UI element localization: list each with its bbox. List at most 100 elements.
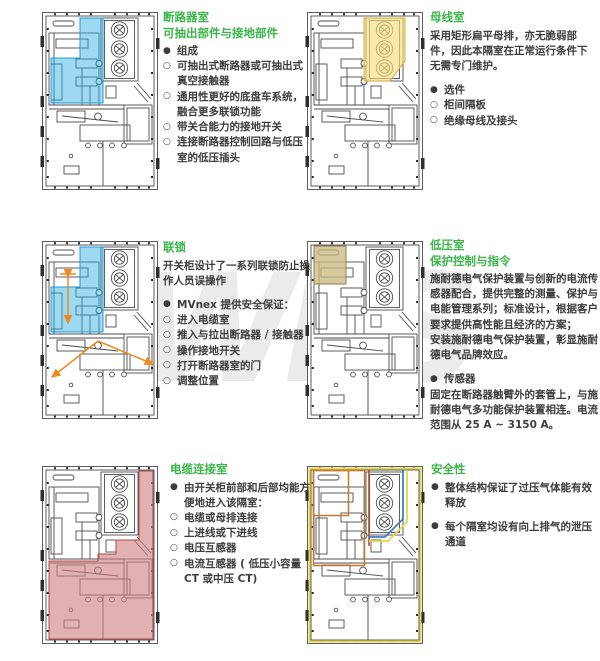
bullet-item: ○ 操作接地开关 xyxy=(163,344,310,359)
line-text: 可抽出式断路器或可抽出式真空接触器 xyxy=(177,60,303,88)
pressure-relief-paths xyxy=(308,467,422,643)
vent-fans xyxy=(68,475,129,613)
bullet-item: ● 选件 xyxy=(430,83,596,98)
bullet-item: ○ 柜间隔板 xyxy=(430,98,596,113)
lv-compartment-highlight xyxy=(313,245,347,285)
panel-title: 联锁 xyxy=(163,240,186,254)
line-text: MVnex 提供安全保证： xyxy=(177,298,295,311)
bullet-marker-hollow: ○ xyxy=(163,345,171,356)
bullet-item: ○ 绝缘母线及接头 xyxy=(430,114,596,129)
bullet-marker-hollow: ○ xyxy=(163,60,171,71)
line-text: 由开关柜前部和后部均能方便地进入该隔室： xyxy=(184,481,310,509)
panel-title: 断路器室 xyxy=(163,10,209,24)
line-text: 绝缘母线及接头 xyxy=(444,114,518,127)
bullet-marker-hollow: ○ xyxy=(163,329,171,340)
cabinet-diagram-cable xyxy=(40,462,162,652)
panel-text: 断路器室 可抽出部件与接地部件 ●组成○可抽出式断路器或可抽出式真空接触器○通用… xyxy=(163,10,304,166)
paragraph: 安装施耐德电气保护装置，彰显施耐德电气品牌效应。 xyxy=(430,333,598,363)
line-text: 组成 xyxy=(177,45,198,58)
paragraph: 固定在断路器触臂外的套管上，与施耐德电气多功能保护装置相连。电流范围从 25 A… xyxy=(430,388,598,434)
bullet-marker-hollow: ○ xyxy=(170,527,178,538)
line-text: 电流互感器 ( 低压小容量 CT 或中压 CT) xyxy=(184,557,302,585)
panel-text: 电缆连接室 ● 由开关柜前部和后部均能方便地进入该隔室： ○ 电缆或母排连接 ○ 上进线或… xyxy=(170,462,314,587)
panel-lines: 施耐德电气保护装置与创新的电流传感器配合，提供完整的测量、保护与电能管理系列；标… xyxy=(430,272,598,433)
vent-fans xyxy=(333,250,394,388)
cable-compartment-highlight xyxy=(48,470,154,640)
panel-text: 母线室 采用矩形扁平母排，亦无脆弱部件，因此本隔室在正常运行条件下无需专门维护。… xyxy=(430,10,596,129)
cabinet-diagram-breaker xyxy=(40,8,162,198)
line-text: 传感器 xyxy=(444,373,476,386)
panel-lines: ● 由开关柜前部和后部均能方便地进入该隔室： ○ 电缆或母排连接 ○ 上进线或下进线 ○ 电压… xyxy=(170,481,314,588)
cabinet-diagram-safety xyxy=(305,462,427,652)
line-text: 上进线或下进线 xyxy=(184,527,258,540)
breaker-compartment-highlight xyxy=(50,17,104,104)
bullet-marker-filled: ● xyxy=(163,299,171,310)
bullet-item: ● 组成 xyxy=(163,44,304,59)
bullet-item: ○ 带关合能力的接地开关 xyxy=(163,120,304,135)
panel-text: 安全性 ●整体结构保证了过压气体能有效释放●每个隔室均设有向上排气的泄压通道 xyxy=(431,462,593,550)
line-text: 固定在断路器触臂外的套管上，与施耐德电气多功能保护装置相连。电流范围从 25 A… xyxy=(430,388,598,431)
bullet-marker-hollow: ○ xyxy=(170,542,178,553)
frame-bolts xyxy=(40,13,160,189)
interlock-motion-arrows xyxy=(50,268,155,378)
bullet-marker-hollow: ○ xyxy=(430,115,438,126)
panel-lines: ●组成○可抽出式断路器或可抽出式真空接触器○通用性更好的底盘车系统，融合更多联锁… xyxy=(163,44,304,166)
cabinet-diagram-busbar xyxy=(305,8,427,198)
line-text: 开关柜设计了一系列联锁防止操作人员误操作 xyxy=(163,259,310,287)
panel-title: 安全性 xyxy=(431,462,466,476)
bullet-item: ○ 电压互感器 xyxy=(170,541,314,556)
vent-fans xyxy=(333,475,394,613)
bullet-item: ○ 上进线或下进线 xyxy=(170,526,314,541)
paragraph: 开关柜设计了一系列联锁防止操作人员误操作 xyxy=(163,259,310,289)
frame-bolts xyxy=(40,242,160,418)
bullet-marker-hollow: ○ xyxy=(170,512,178,523)
frame-bolts xyxy=(305,13,425,189)
line-text: 调整位置 xyxy=(177,375,219,388)
bullet-item: ○调整位置 xyxy=(163,374,310,389)
bullet-item: ○ 可抽出式断路器或可抽出式真空接触器 xyxy=(163,59,304,89)
bullet-marker-hollow: ○ xyxy=(163,136,171,147)
bullet-marker-hollow: ○ xyxy=(163,314,171,325)
line-text: 每个隔室均设有向上排气的泄压通道 xyxy=(445,520,592,549)
vent-fans xyxy=(68,21,129,159)
bullet-item: ● MVnex 提供安全保证： xyxy=(163,298,310,313)
line-text: 电缆或母排连接 xyxy=(184,511,258,524)
bullet-item: ○ 进入电缆室 xyxy=(163,313,310,328)
bullet-marker-filled: ● xyxy=(430,84,438,95)
bullet-marker-filled: ● xyxy=(163,45,171,56)
line-text: 施耐德电气保护装置与创新的电流传感器配合，提供完整的测量、保护与电能管理系列；标… xyxy=(430,273,598,331)
paragraph: 采用矩形扁平母排，亦无脆弱部件，因此本隔室在正常运行条件下无需专门维护。 xyxy=(430,29,596,75)
bullet-marker-filled: ● xyxy=(430,373,438,384)
bullet-item: ● 传感器 xyxy=(430,372,598,387)
line-text: 采用矩形扁平母排，亦无脆弱部件，因此本隔室在正常运行条件下无需专门维护。 xyxy=(430,29,588,72)
frame-bolts xyxy=(40,467,160,643)
panel-text: 低压室 保护控制与指令 施耐德电气保护装置与创新的电流传感器配合，提供完整的测量… xyxy=(430,238,598,433)
bullet-item: ○通用性更好的底盘车系统，融合更多联锁功能 xyxy=(163,90,304,120)
line-text: 选件 xyxy=(444,84,465,97)
cabinet-linework xyxy=(42,12,158,190)
bullet-marker-filled: ● xyxy=(431,482,439,493)
line-text: 进入电缆室 xyxy=(177,314,230,327)
panel-title: 低压室 xyxy=(430,238,465,252)
panel-lines: ●整体结构保证了过压气体能有效释放●每个隔室均设有向上排气的泄压通道 xyxy=(431,481,593,551)
panel-lines: 采用矩形扁平母排，亦无脆弱部件，因此本隔室在正常运行条件下无需专门维护。●选件○… xyxy=(430,29,596,129)
line-text: 安装施耐德电气保护装置，彰显施耐德电气品牌效应。 xyxy=(430,333,598,362)
line-text: 柜间隔板 xyxy=(444,99,486,112)
panel-title: 母线室 xyxy=(430,10,465,24)
bullet-marker-hollow: ○ xyxy=(430,99,438,110)
vent-fans xyxy=(68,250,129,388)
bullet-item: ○打开断路器室的门 xyxy=(163,359,310,374)
frame-bolts xyxy=(305,242,425,418)
busbar-compartment-highlight xyxy=(363,17,406,82)
bullet-marker-hollow: ○ xyxy=(163,360,171,371)
panel-lines: 开关柜设计了一系列联锁防止操作人员误操作 ● MVnex 提供安全保证： ○ 进入电缆室… xyxy=(163,259,310,390)
panel-title: 电缆连接室 xyxy=(170,462,228,476)
bullet-marker-hollow: ○ xyxy=(163,121,171,132)
line-text: 操作接地开关 xyxy=(177,344,240,357)
bullet-item: ● 由开关柜前部和后部均能方便地进入该隔室： xyxy=(170,481,314,511)
line-text: 通用性更好的底盘车系统，融合更多联锁功能 xyxy=(177,90,303,118)
panel-subtitle: 保护控制与指令 xyxy=(430,253,511,268)
bullet-marker-filled: ● xyxy=(170,482,178,493)
line-text: 电压互感器 xyxy=(184,542,237,555)
line-text: 带关合能力的接地开关 xyxy=(177,121,282,134)
